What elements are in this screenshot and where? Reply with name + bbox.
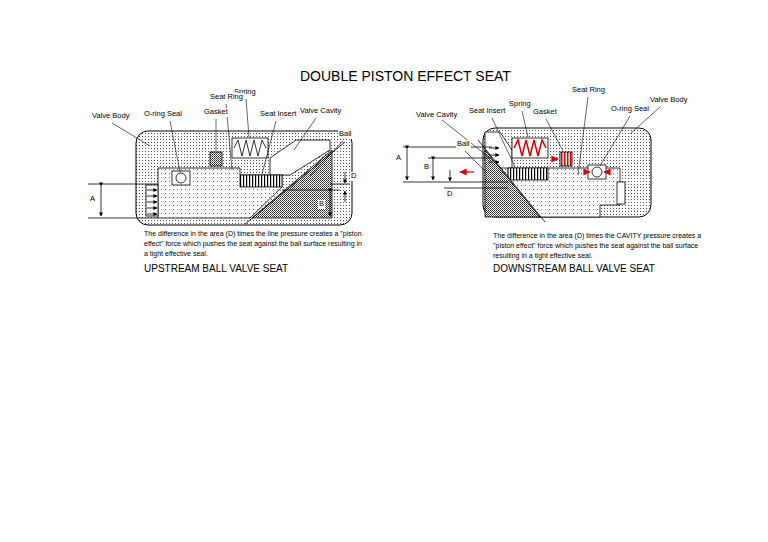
part-label: Seat Insert <box>259 110 297 119</box>
part-label: O-ring Seal <box>610 105 650 114</box>
dimension-label: B <box>318 200 325 209</box>
dimension-label: B <box>423 163 430 172</box>
dimension-label: D <box>350 172 357 181</box>
part-label: Valve Cavity <box>415 111 458 120</box>
part-label: Valve Cavity <box>299 107 342 116</box>
part-label: Valve Body <box>91 112 130 121</box>
part-label: Ball <box>338 130 353 139</box>
part-label: Seat Ring <box>209 93 244 102</box>
dimension-label: A <box>89 195 96 204</box>
figure-heading: DOWNSTREAM BALL VALVE SEAT <box>493 263 655 275</box>
explanation-note: The difference in the area (D) times the… <box>493 231 715 261</box>
explanation-note: The difference in the area (D) times the… <box>144 229 366 259</box>
dimension-label: D <box>446 190 453 199</box>
part-label: Ball <box>456 140 471 149</box>
part-label: O-ring Seal <box>143 110 183 119</box>
dimension-label: A <box>395 154 402 163</box>
diagram-title: DOUBLE PISTON EFFECT SEAT <box>300 68 511 84</box>
figure-heading: UPSTREAM BALL VALVE SEAT <box>144 263 288 275</box>
part-label: Gasket <box>203 108 229 117</box>
part-label: Valve Body <box>649 96 688 105</box>
part-label: Seat Ring <box>571 86 606 95</box>
part-label: Spring <box>508 100 532 109</box>
part-label: Gasket <box>532 108 558 117</box>
part-label: Seat Insert <box>468 107 506 116</box>
